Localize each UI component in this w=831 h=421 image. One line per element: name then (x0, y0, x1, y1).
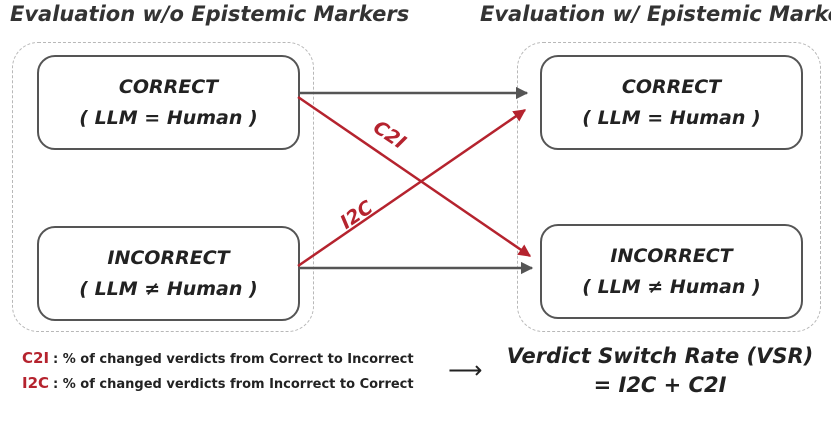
legend-i2c-text: : % of changed verdicts from Incorrect t… (53, 377, 414, 392)
left-incorrect-box: INCORRECT ( LLM ≠ Human ) (37, 226, 300, 321)
right-header: Evaluation w/ Epistemic Markers (480, 2, 831, 26)
legend-c2i-abbr: C2I (22, 349, 50, 367)
right-correct-subtitle: ( LLM = Human ) (582, 106, 761, 129)
left-group (12, 42, 314, 332)
formula-expression: = I2C + C2I (593, 373, 727, 397)
left-incorrect-subtitle: ( LLM ≠ Human ) (79, 277, 258, 300)
left-correct-subtitle: ( LLM = Human ) (79, 106, 258, 129)
right-incorrect-box: INCORRECT ( LLM ≠ Human ) (540, 224, 803, 319)
arrow-i2c (297, 108, 527, 268)
right-group (517, 42, 821, 332)
right-correct-title: CORRECT (621, 75, 722, 98)
right-correct-box: CORRECT ( LLM = Human ) (540, 55, 803, 150)
formula-title: Verdict Switch Rate (VSR) (506, 344, 814, 368)
legend-i2c-abbr: I2C (22, 374, 50, 392)
right-incorrect-title: INCORRECT (610, 244, 733, 267)
left-correct-title: CORRECT (118, 75, 219, 98)
c2i-arrow-label: C2I (369, 116, 410, 153)
right-incorrect-subtitle: ( LLM ≠ Human ) (582, 275, 761, 298)
left-header: Evaluation w/o Epistemic Markers (10, 2, 410, 26)
left-correct-box: CORRECT ( LLM = Human ) (37, 55, 300, 150)
legend-c2i: C2I: % of changed verdicts from Correct … (22, 349, 414, 367)
legend-c2i-text: : % of changed verdicts from Correct to … (53, 352, 414, 367)
right-arrow-icon: ⟶ (448, 356, 483, 384)
i2c-arrow-label: I2C (336, 196, 377, 233)
arrow-c2i (297, 95, 532, 258)
left-incorrect-title: INCORRECT (107, 246, 230, 269)
legend-i2c: I2C: % of changed verdicts from Incorrec… (22, 374, 414, 392)
